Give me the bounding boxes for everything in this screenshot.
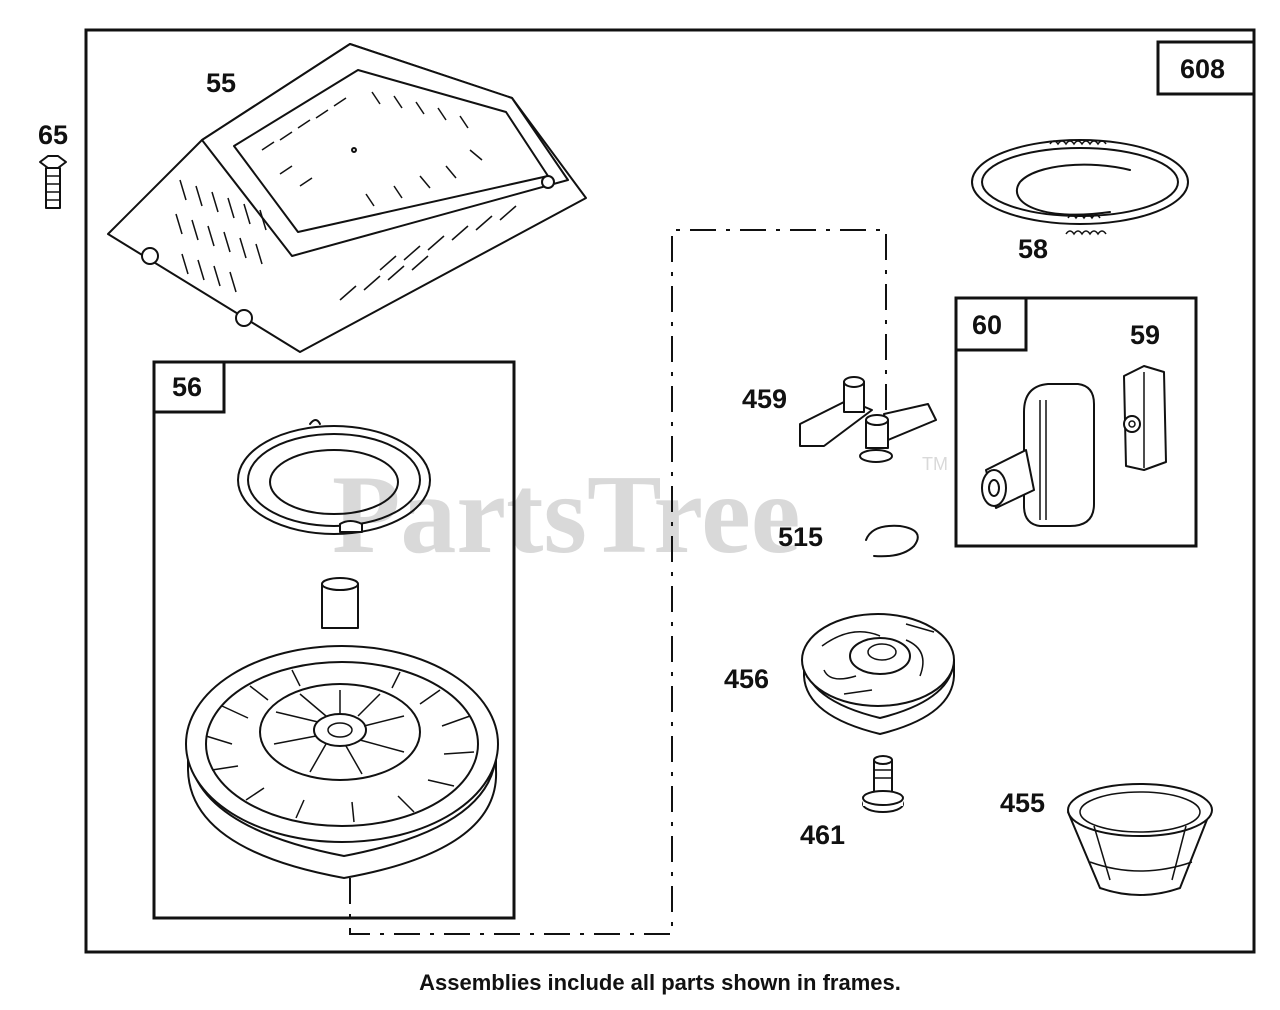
label-608[interactable]: 608 xyxy=(1180,54,1225,84)
label-461[interactable]: 461 xyxy=(800,820,845,850)
label-455[interactable]: 455 xyxy=(1000,788,1045,818)
label-459[interactable]: 459 xyxy=(742,384,787,414)
label-59[interactable]: 59 xyxy=(1130,320,1160,350)
assembly-608-box xyxy=(1156,40,1256,96)
starter-handle-60[interactable] xyxy=(981,383,1095,527)
assembly-56-frame xyxy=(152,360,516,920)
watermark-text: PartsTree xyxy=(332,453,801,577)
ratchet-456[interactable] xyxy=(801,613,955,735)
rope-insert-59[interactable] xyxy=(1123,365,1167,471)
bolt-65[interactable] xyxy=(39,155,67,209)
caption: Assemblies include all parts shown in fr… xyxy=(419,970,901,995)
assembly-60-box xyxy=(954,296,1028,352)
label-456[interactable]: 456 xyxy=(724,664,769,694)
assembly-60-frame xyxy=(954,296,1198,548)
label-55[interactable]: 55 xyxy=(206,68,236,98)
label-58[interactable]: 58 xyxy=(1018,234,1048,264)
label-60[interactable]: 60 xyxy=(972,310,1002,340)
watermark-trademark: TM xyxy=(922,454,948,474)
starter-rope-58[interactable] xyxy=(971,139,1189,236)
rewind-spring[interactable] xyxy=(237,419,431,535)
label-515[interactable]: 515 xyxy=(778,522,823,552)
label-56[interactable]: 56 xyxy=(172,372,202,402)
spring-bushing[interactable] xyxy=(321,577,359,629)
pawl-459[interactable] xyxy=(799,376,937,463)
assembly-56-box xyxy=(152,360,226,414)
screw-461[interactable] xyxy=(862,755,904,813)
starter-pulley[interactable] xyxy=(185,645,499,879)
cup-455[interactable] xyxy=(1067,783,1213,896)
label-65[interactable]: 65 xyxy=(38,120,68,150)
blower-housing-55[interactable] xyxy=(107,43,587,353)
outer-frame xyxy=(84,28,1256,954)
retainer-515[interactable] xyxy=(865,524,919,558)
